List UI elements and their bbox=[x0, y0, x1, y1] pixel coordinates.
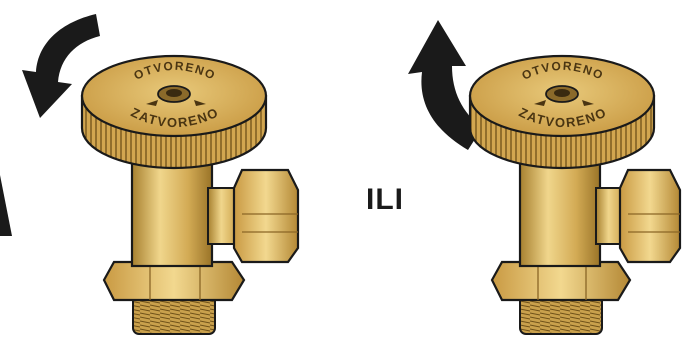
cropped-left-fragment bbox=[0, 175, 12, 236]
or-separator: ILI bbox=[366, 183, 404, 217]
valve-left: OTVORENO ZATVORENO bbox=[22, 14, 298, 334]
valve-right: OTVORENO ZATVORENO bbox=[408, 20, 680, 334]
